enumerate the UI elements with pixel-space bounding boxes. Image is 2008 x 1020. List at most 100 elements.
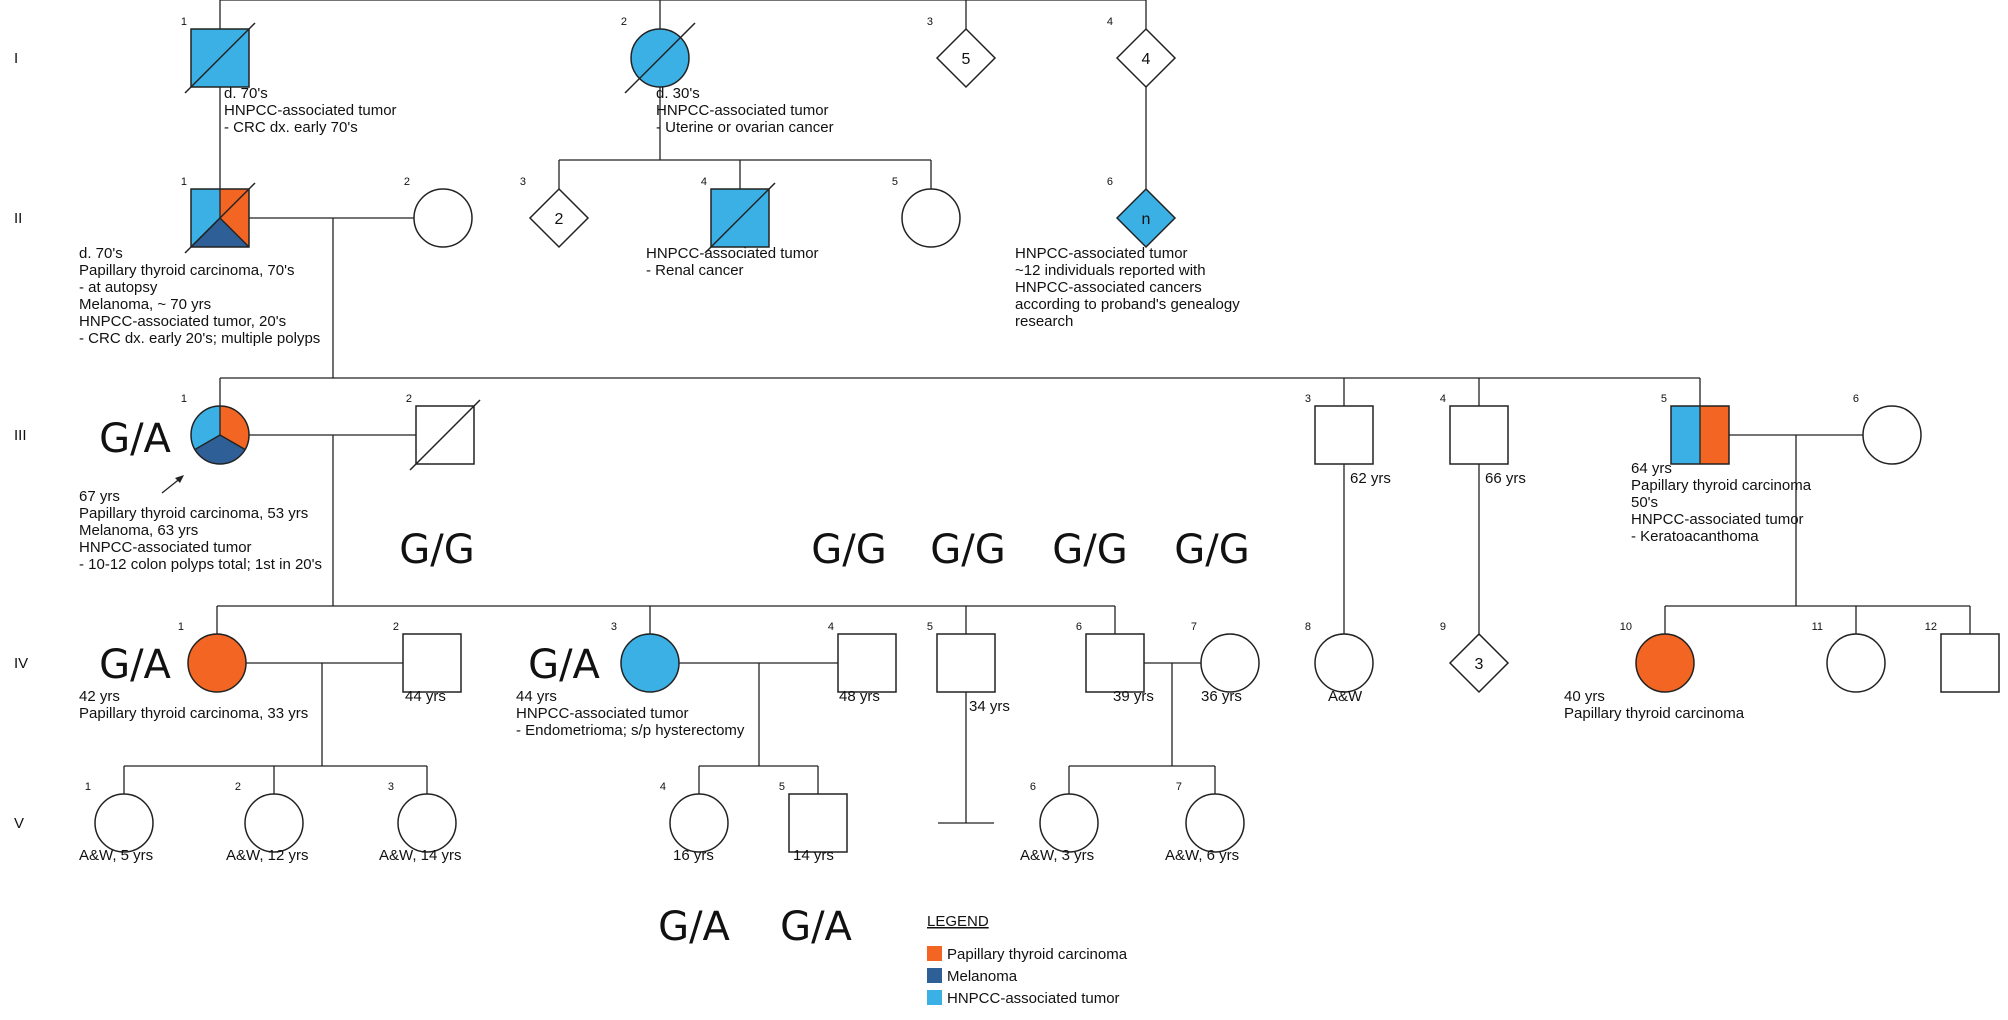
circle-symbol [1635,633,1695,693]
individual-number: 4 [1107,16,1113,28]
individual-iv-2: 2 44 yrs [393,621,462,705]
individual-number: 3 [1305,393,1311,405]
circle-symbol [94,793,154,853]
circle-symbol [1185,793,1245,853]
circle-symbol [1826,633,1886,693]
diamond-symbol [1115,187,1177,249]
individual-number: 4 [828,621,834,633]
annotation-line: - Keratoacanthoma [1631,528,1759,545]
genotype-label-iii-1: G/A [99,416,171,462]
circle-symbol [1314,633,1374,693]
annotation: A&W, 5 yrs [79,847,153,864]
deceased-slash [624,22,696,94]
annotation: HNPCC-associated tumor- Renal cancer [646,245,819,279]
deceased-slash [184,22,256,94]
legend-title: LEGEND [927,913,989,930]
individual-iv-5: 5 34 yrs [927,621,1010,715]
sector-melanoma [191,218,249,247]
annotation-line: HNPCC-associated tumor, 20's [79,313,286,330]
individual-i-4: 44 [1107,16,1177,89]
annotation: HNPCC-associated tumor~12 individuals re… [1015,245,1240,330]
individual-v-7: 7A&W, 6 yrs [1165,781,1245,864]
individual-number: 10 [1620,621,1632,633]
annotation-line: Papillary thyroid carcinoma, 53 yrs [79,505,308,522]
individual-iv-4: 448 yrs [828,621,897,705]
legend-swatch-thyroid [927,946,942,961]
annotation-line: A&W [1328,688,1363,705]
circle-symbol [669,793,729,853]
genotype-label-iv-1: G/A [99,642,171,688]
annotation-line: Papillary thyroid carcinoma [1564,705,1745,722]
individual-iii-4: 466 yrs [1440,393,1526,487]
square-symbol [1670,405,1730,465]
genotype-label-iv-5: G/G [930,527,1005,573]
individual-number: 2 [621,16,627,28]
annotation-line: 36 yrs [1201,688,1242,705]
annotation: A&W, 6 yrs [1165,847,1239,864]
annotation-line: 42 yrs [79,688,120,705]
deceased-slash [409,399,481,471]
annotation: 44 yrs [405,688,446,705]
individual-number: 2 [393,621,399,633]
annotation: 66 yrs [1485,470,1526,487]
annotation-line: - 10-12 colon polyps total; 1st in 20's [79,556,322,573]
annotation-line: HNPCC-associated tumor [646,245,819,262]
individual-number: 3 [927,16,933,28]
circle-symbol [397,793,457,853]
individual-number: 4 [701,176,707,188]
deceased-slash [704,182,776,254]
annotation-line: 62 yrs [1350,470,1391,487]
annotation-line: - CRC dx. early 70's [224,119,358,136]
annotation-line: HNPCC-associated tumor [1015,245,1188,262]
individual-iv-7: 736 yrs [1191,621,1260,705]
annotation-line: d. 70's [224,85,268,102]
individual-ii-2: 2 [404,176,473,248]
annotation-line: 44 yrs [405,688,446,705]
annotation-line: HNPCC-associated tumor [1631,511,1804,528]
annotation: A&W, 14 yrs [379,847,462,864]
sector-thyroid [1700,406,1729,464]
individual-number: 3 [520,176,526,188]
annotation-line: d. 30's [656,85,700,102]
annotation: 34 yrs [969,698,1010,715]
individual-ii-3: 23 [520,176,590,249]
individual-iv-8: 8A&W [1305,621,1374,705]
sector-hnpcc [1671,406,1700,464]
individual-number: 3 [388,781,394,793]
individual-number: 1 [181,16,187,28]
annotation-line: - Endometrioma; s/p hysterectomy [516,722,745,739]
genotype-label-iii-2: G/G [399,527,474,573]
genotype-label-iv-4: G/G [811,527,886,573]
individual-v-4: 416 yrs [660,781,729,864]
individual-number: 5 [927,621,933,633]
annotation-line: 16 yrs [673,847,714,864]
individual-number: 5 [1661,393,1667,405]
individual-number: 7 [1176,781,1182,793]
individual-number: 8 [1305,621,1311,633]
legend-label-thyroid: Papillary thyroid carcinoma [947,946,1128,963]
individual-number: 1 [85,781,91,793]
annotation-line: research [1015,313,1073,330]
legend-label-melanoma: Melanoma [947,968,1018,985]
annotation: 39 yrs [1113,688,1154,705]
annotation-line: d. 70's [79,245,123,262]
diamond-symbol [935,27,997,89]
circle-symbol [1039,793,1099,853]
annotation-line: HNPCC-associated tumor [516,705,689,722]
annotation-line: Papillary thyroid carcinoma, 33 yrs [79,705,308,722]
annotation-line: A&W, 3 yrs [1020,847,1094,864]
annotation-line: A&W, 14 yrs [379,847,462,864]
individual-v-5: 514 yrs [779,781,848,864]
annotation-line: HNPCC-associated tumor [79,539,252,556]
square-symbol [1314,405,1374,465]
